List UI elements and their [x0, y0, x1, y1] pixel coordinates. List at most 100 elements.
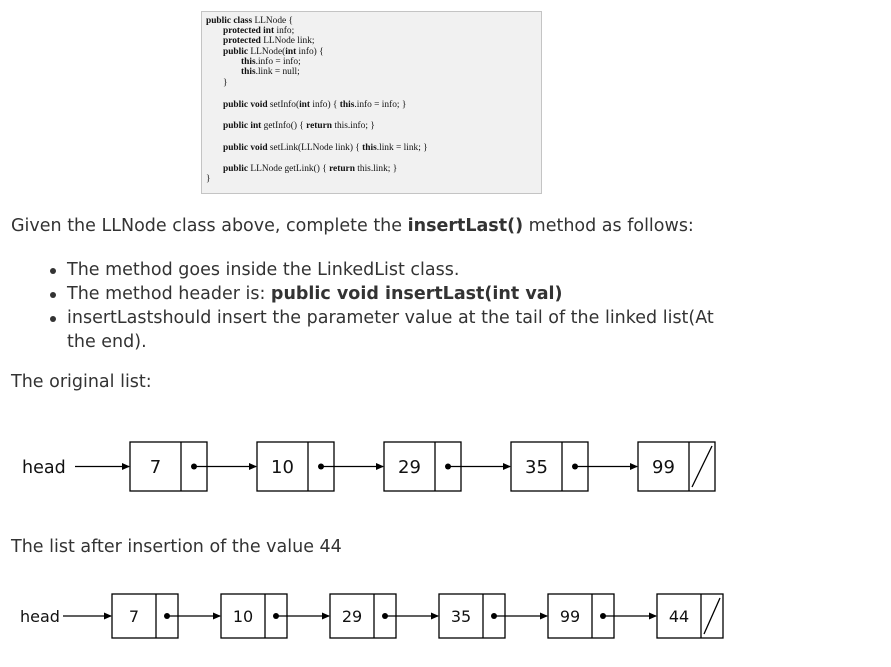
code-text: LLNode { — [254, 16, 294, 26]
code-line: public int getInfo() { return this.info;… — [223, 121, 375, 132]
code-line: protected int info; — [223, 26, 294, 37]
code-keyword: int — [299, 100, 313, 110]
code-keyword: public — [223, 47, 251, 57]
code-text: .link = null; — [255, 67, 300, 77]
code-text: .link = link; } — [376, 143, 428, 153]
code-keyword: public void — [223, 100, 270, 110]
code-keyword: protected — [223, 36, 264, 46]
code-line: } — [206, 174, 211, 185]
head-label: head — [22, 458, 66, 478]
code-keyword: public int — [223, 121, 264, 131]
code-keyword: public class — [206, 16, 255, 26]
code-keyword: public — [223, 164, 251, 174]
list-node: 10 — [256, 441, 384, 492]
code-keyword: return — [306, 121, 335, 131]
code-text: info; — [276, 26, 295, 36]
code-line: public void setInfo(int info) { this.inf… — [223, 100, 406, 111]
intro-after: method as follows: — [523, 216, 694, 236]
code-keyword: protected int — [223, 26, 277, 36]
code-text: this.info; } — [334, 121, 375, 131]
code-line: this.info = info; — [241, 57, 301, 68]
requirement-text: insertLastshould insert the parameter va… — [67, 308, 714, 352]
code-text: .info = info; — [255, 57, 301, 67]
null-link-slash-icon — [691, 445, 713, 488]
arrow-head-icon — [213, 612, 221, 620]
arrow-head-icon — [122, 463, 130, 470]
arrow-head-icon — [503, 463, 511, 470]
code-keyword: return — [329, 164, 358, 174]
code-line: public LLNode(int info) { — [223, 47, 324, 58]
requirement-item: insertLastshould insert the parameter va… — [48, 306, 738, 354]
code-text: setLink(LLNode link) { — [269, 143, 363, 153]
node-value: 29 — [342, 607, 362, 626]
llnode-code-listing: public class LLNode {protected int info;… — [201, 11, 542, 194]
list-node: 10 — [220, 593, 330, 639]
list-node: 35 — [510, 441, 638, 492]
list-node: 7 — [111, 593, 221, 639]
node-value: 99 — [560, 607, 580, 626]
node-value: 35 — [451, 607, 471, 626]
after-insertion-caption: The list after insertion of the value 44 — [11, 537, 342, 557]
list-node: 99 — [637, 441, 716, 492]
code-keyword: this — [339, 100, 355, 110]
code-line: public void setLink(LLNode link) { this.… — [223, 143, 428, 154]
intro-before: Given the LLNode class above, complete t… — [11, 216, 408, 236]
code-text: LLNode getLink() { — [250, 164, 330, 174]
list-node: 44 — [656, 593, 724, 639]
code-keyword: int — [285, 47, 299, 57]
code-text: } — [206, 174, 211, 184]
node-value: 10 — [271, 457, 294, 478]
requirement-item: The method header is: public void insert… — [48, 282, 738, 306]
code-line: public class LLNode { — [206, 16, 293, 27]
after-insertion-linked-list-diagram: head 7 10 29 35 99 44 — [20, 593, 724, 639]
arrow-head-icon — [630, 463, 638, 470]
intro-method-name: insertLast() — [407, 216, 524, 236]
requirement-item: The method goes inside the LinkedList cl… — [48, 258, 738, 282]
instruction-text: Given the LLNode class above, complete t… — [11, 216, 694, 236]
arrow-head-icon — [649, 612, 657, 620]
code-line: this.link = null; — [241, 67, 300, 78]
code-keyword: this — [241, 67, 256, 77]
code-text: .info = info; } — [354, 100, 407, 110]
node-value: 35 — [525, 457, 548, 478]
arrow-head-icon — [376, 463, 384, 470]
arrow-head-icon — [322, 612, 330, 620]
list-node: 29 — [383, 441, 511, 492]
head-label: head — [20, 607, 60, 626]
requirement-text: The method header is: — [67, 284, 271, 304]
code-line: public LLNode getLink() { return this.li… — [223, 164, 397, 175]
code-keyword: this — [241, 57, 256, 67]
node-value: 99 — [652, 457, 675, 478]
requirement-text: The method goes inside the LinkedList cl… — [67, 260, 460, 280]
code-keyword: this — [362, 143, 377, 153]
node-box — [637, 441, 716, 492]
code-text: getInfo() { — [263, 121, 307, 131]
code-text: this.link; } — [357, 164, 398, 174]
node-value: 7 — [150, 457, 161, 478]
code-text: info) { — [298, 47, 324, 57]
method-header: public void insertLast(int val) — [270, 284, 563, 304]
original-list-caption: The original list: — [11, 372, 152, 392]
list-node: 7 — [129, 441, 257, 492]
list-node: 99 — [547, 593, 657, 639]
null-link-slash-icon — [703, 597, 721, 635]
node-value: 29 — [398, 457, 421, 478]
arrow-head-icon — [249, 463, 257, 470]
code-line: } — [223, 78, 228, 89]
node-box — [656, 593, 724, 639]
list-node: 35 — [438, 593, 548, 639]
code-text: info) { — [312, 100, 340, 110]
code-line: protected LLNode link; — [223, 36, 314, 47]
code-text: LLNode( — [250, 47, 286, 57]
code-text: setInfo( — [269, 100, 300, 110]
node-value: 44 — [669, 607, 689, 626]
node-value: 10 — [233, 607, 253, 626]
original-linked-list-diagram: head 7 10 29 35 99 — [22, 441, 716, 492]
arrow-head-icon — [540, 612, 548, 620]
arrow-head-icon — [431, 612, 439, 620]
arrow-head-icon — [104, 612, 112, 620]
requirements-list: The method goes inside the LinkedList cl… — [48, 258, 738, 354]
list-node: 29 — [329, 593, 439, 639]
node-value: 7 — [129, 607, 139, 626]
code-keyword: public void — [223, 143, 270, 153]
